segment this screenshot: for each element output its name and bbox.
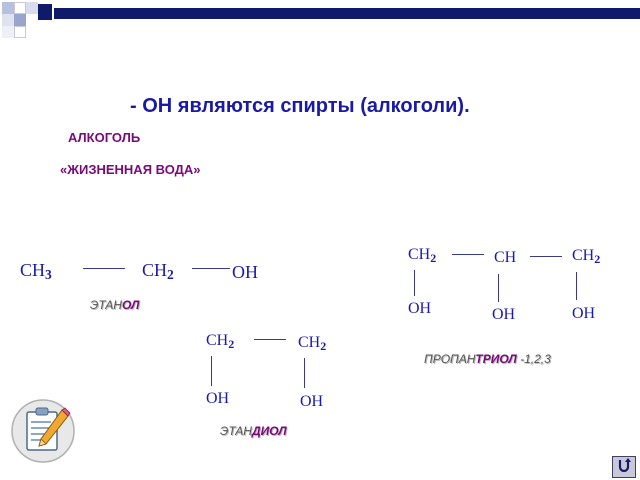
propanetriol-name: ПРОПАНТРИОЛ -1,2,3: [424, 352, 551, 366]
ethanol-oh: OH: [232, 262, 258, 282]
top-bar: [54, 8, 640, 19]
deco-square: [2, 2, 14, 14]
propanetriol-oh1: OH: [408, 300, 432, 317]
propanetriol-c1: CH2: [408, 246, 437, 265]
return-button[interactable]: [612, 456, 636, 478]
bond-line: [414, 270, 415, 296]
ethanediol-c1: CH2: [206, 332, 235, 351]
slide-heading: - OH являются спирты (алкоголи).: [130, 95, 470, 117]
notepad-pencil-icon: [10, 398, 76, 464]
subtitle-alcohol: АЛКОГОЛЬ: [68, 130, 141, 145]
subtitle-water-of-life: «ЖИЗНЕННАЯ ВОДА»: [60, 162, 201, 177]
bond-line: [304, 358, 305, 388]
deco-square: [38, 4, 52, 20]
ethanediol-name: ЭТАНДИОЛ: [220, 424, 287, 438]
ethanediol-oh2: OH: [300, 393, 324, 410]
ethanediol-oh1: OH: [206, 390, 230, 407]
bond-line: [530, 256, 562, 257]
ethanediol-c2: CH2: [298, 334, 327, 353]
ethanol-c1: CH3: [20, 260, 52, 282]
propanetriol-c2: CH: [494, 249, 517, 266]
propanetriol-oh2: OH: [492, 306, 516, 323]
bond-line: [254, 339, 286, 340]
bond-line: [83, 268, 125, 269]
deco-square: [2, 14, 14, 26]
deco-square: [26, 2, 38, 14]
propanetriol-c3: CH2: [572, 247, 601, 266]
bond-line: [498, 274, 499, 302]
bond-line: [211, 356, 212, 386]
deco-square: [14, 14, 26, 26]
return-icon: [616, 457, 632, 477]
ethanol-c2: CH2: [142, 260, 174, 282]
deco-square: [14, 2, 26, 14]
deco-square: [14, 26, 26, 38]
ethanol-name: ЭТАНОЛ: [90, 298, 140, 312]
bond-line: [576, 272, 577, 300]
bond-line: [192, 268, 230, 269]
deco-square: [2, 26, 14, 38]
propanetriol-oh3: OH: [572, 305, 596, 322]
bond-line: [452, 254, 484, 255]
